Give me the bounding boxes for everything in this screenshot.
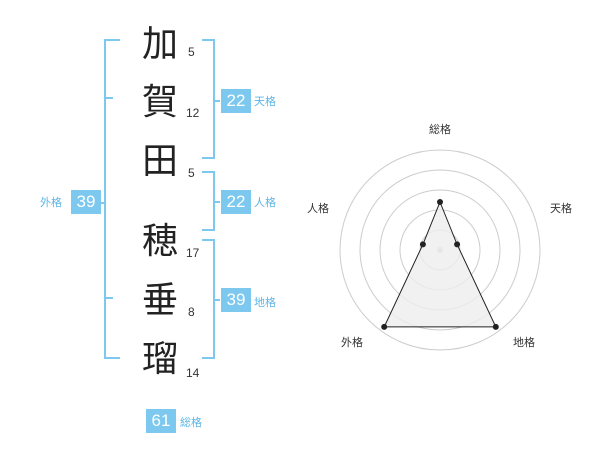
radar-polygon [383,200,497,328]
radar-point-1 [437,199,443,205]
name-char-3: 田 [141,141,178,182]
stroke-count-6: 14 [186,366,200,380]
radar-axis-label-tenkaku: 天格 [550,202,572,215]
radar-axis-label-soukaku: 総格 [429,123,451,136]
name-char-4: 穂 [141,221,178,262]
gaikaku-label: 外格 [40,196,62,209]
stroke-count-3: 5 [188,166,195,180]
radar-ring-5 [339,149,541,351]
radar-chart [339,149,541,351]
radar-axis-label-chikaku: 地格 [513,336,535,349]
stroke-count-5: 8 [188,305,195,319]
jinkaku-bracket [202,171,215,231]
name-char-1: 加 [141,24,178,65]
chikaku-bracket [202,239,215,359]
tenkaku-label: 天格 [254,95,276,108]
radar-axis-label-jinkaku: 人格 [307,202,329,215]
chikaku-label: 地格 [254,296,276,309]
name-char-6: 瑠 [141,339,178,380]
radar-point-4 [381,323,388,330]
radar-axis-label-gaikaku: 外格 [341,336,363,349]
gaikaku-bracket [104,39,120,359]
stroke-count-2: 12 [186,106,200,120]
soukaku-label: 総格 [180,416,202,429]
soukaku-badge: 61 [146,409,176,433]
jinkaku-badge: 22 [221,190,251,214]
name-char-5: 垂 [141,280,178,321]
radar-ring-4 [359,169,521,331]
tenkaku-badge: 22 [221,89,251,113]
chikaku-badge: 39 [221,288,251,312]
stroke-count-1: 5 [188,45,195,59]
name-char-2: 賀 [141,82,178,123]
stroke-count-4: 17 [186,246,200,260]
radar-point-3 [492,323,499,330]
gaikaku-badge: 39 [71,190,101,214]
jinkaku-label: 人格 [254,196,276,209]
brackets [98,39,220,359]
radar-point-2 [454,241,461,248]
radar-point-5 [419,241,426,248]
tenkaku-bracket [202,39,215,159]
